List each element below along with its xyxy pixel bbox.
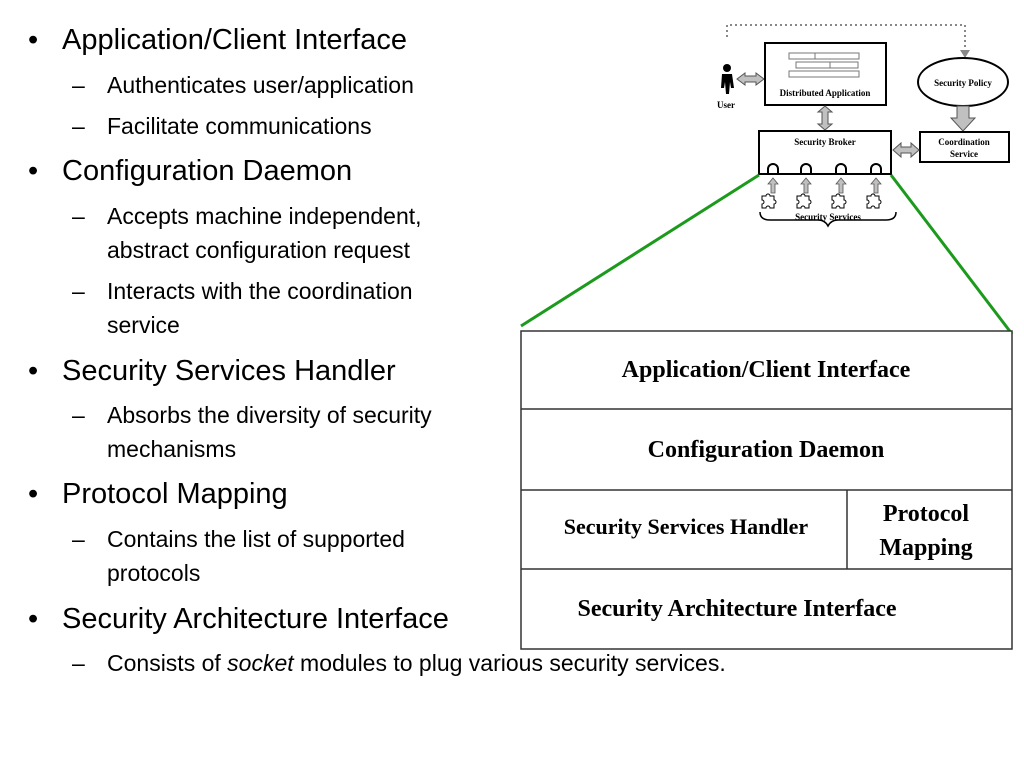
security-broker-label: Security Broker — [794, 137, 856, 147]
coordination-label-line2: Service — [950, 149, 978, 159]
dash: – — [72, 402, 85, 428]
dash: – — [72, 203, 85, 229]
layer-protocol-mapping-line1: Protocol — [883, 501, 970, 527]
zoom-line-right — [889, 174, 1014, 335]
security-broker-box — [758, 130, 892, 175]
security-services-label: Security Services — [795, 212, 861, 222]
security-policy-label: Security Policy — [934, 78, 992, 88]
user-app-arrow — [736, 72, 765, 86]
layer-application-client-interface: Application/Client Interface — [622, 357, 911, 383]
coordination-label-line1: Coordination — [938, 137, 990, 147]
security-services-brace — [759, 211, 897, 228]
sub-bullet-text-cont: mechanisms — [107, 436, 237, 462]
bullet-dot: • — [28, 355, 39, 387]
layer-security-architecture-interface: Security Architecture Interface — [578, 596, 897, 622]
bullet-text: Application/Client Interface — [62, 24, 407, 56]
sub-bullet-text-cont: abstract configuration request — [107, 237, 411, 263]
dotted-connector — [726, 24, 966, 52]
bullet-dot: • — [28, 155, 39, 187]
policy-coordination-arrow — [949, 105, 977, 132]
dash: – — [72, 113, 85, 139]
bullet-dot: • — [28, 603, 39, 635]
app-broker-arrow — [816, 105, 834, 131]
layer-protocol-mapping-line2: Mapping — [879, 535, 972, 561]
dotted-arrow-head — [960, 50, 970, 58]
bullet-text: Security Services Handler — [62, 355, 396, 387]
sub-bullet-text-cont: service — [107, 312, 180, 338]
sub-bullet-text: Facilitate communications — [107, 113, 372, 139]
dash: – — [72, 526, 85, 552]
sub-bullet-text: Authenticates user/application — [107, 72, 414, 98]
sub-bullet-text-cont: protocols — [107, 560, 201, 586]
service-socket-arrows — [767, 177, 882, 194]
socket-emphasis: socket — [227, 650, 294, 676]
architecture-layer-stack — [520, 330, 1013, 650]
bullet-text: Configuration Daemon — [62, 155, 353, 187]
socket-post-text: modules to plug various security service… — [293, 650, 726, 676]
dash: – — [72, 650, 85, 676]
user-label: User — [717, 100, 735, 110]
sub-bullet-text: Accepts machine independent, — [107, 203, 422, 229]
bullet-text: Security Architecture Interface — [62, 603, 449, 635]
sub-bullet-text: Consists of socket modules to plug vario… — [107, 646, 726, 680]
sub-bullet-text: Interacts with the coordination — [107, 278, 413, 304]
layer-configuration-daemon: Configuration Daemon — [648, 437, 885, 463]
bullet-dot: • — [28, 24, 39, 56]
bullet-dot: • — [28, 478, 39, 510]
dash: – — [72, 72, 85, 98]
socket-pre-text: Consists of — [107, 650, 228, 676]
sub-bullet-text: Absorbs the diversity of security — [107, 402, 432, 428]
sub-bullet-text: Contains the list of supported — [107, 526, 405, 552]
bullet-text: Protocol Mapping — [62, 478, 288, 510]
coordination-service-box — [919, 131, 1010, 163]
layer-security-services-handler: Security Services Handler — [564, 514, 809, 539]
dash: – — [72, 278, 85, 304]
broker-coordination-arrow — [892, 141, 920, 159]
zoom-line-left — [520, 173, 760, 328]
app-windows-icon — [788, 52, 860, 78]
user-icon — [721, 64, 734, 94]
distributed-application-label: Distributed Application — [780, 88, 871, 98]
puzzle-piece-icons — [761, 193, 882, 209]
